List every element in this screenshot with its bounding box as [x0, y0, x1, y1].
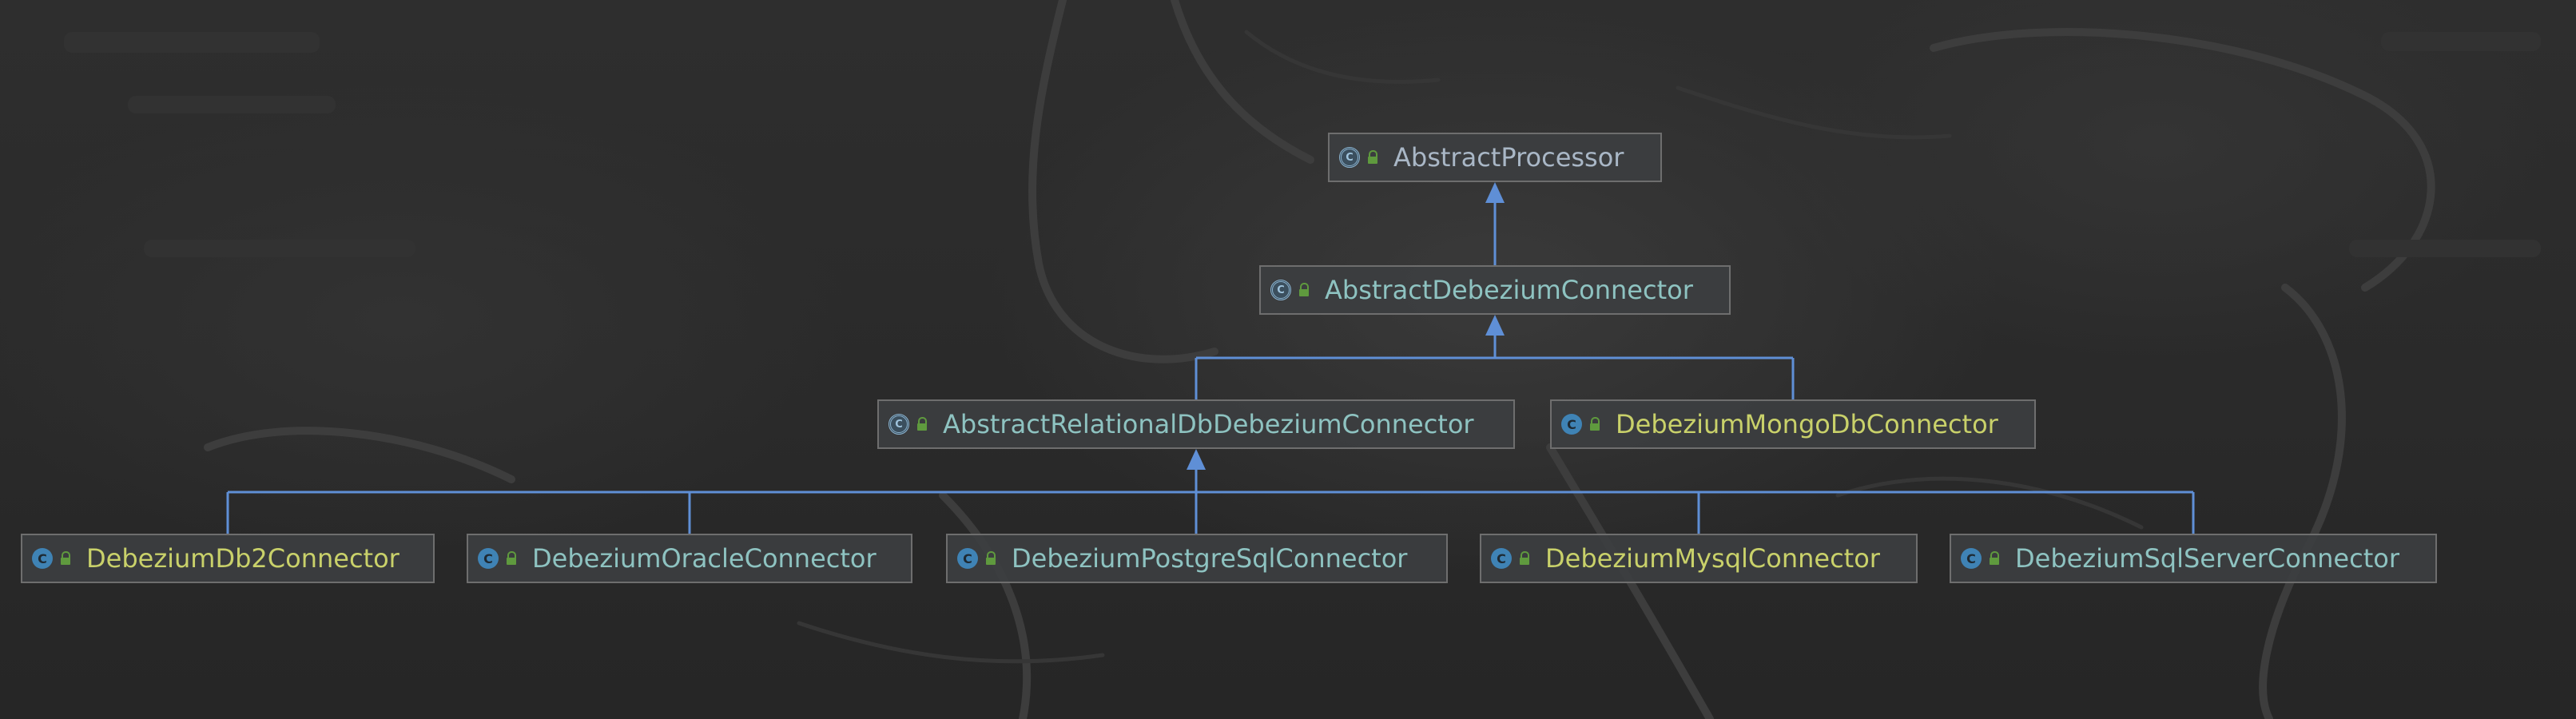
- class-icon: C: [1961, 548, 1982, 569]
- class-name-label: DebeziumOracleConnector: [532, 543, 877, 574]
- class-name-label: AbstractRelationalDbDebeziumConnector: [943, 409, 1474, 439]
- public-lock-icon: [1298, 282, 1310, 298]
- class-node-icons: C: [957, 548, 997, 569]
- inheritance-edge-group-abstract-debezium-connector: [1195, 315, 1795, 399]
- class-node-debezium-mysql-connector[interactable]: C DebeziumMysqlConnector: [1480, 534, 1918, 583]
- class-name-label: DebeziumMysqlConnector: [1545, 543, 1880, 574]
- class-node-icons: C: [32, 548, 72, 569]
- class-icon: C: [1561, 414, 1582, 435]
- abstract-class-icon: C: [888, 414, 909, 435]
- public-lock-icon: [1518, 550, 1531, 566]
- class-node-debezium-oracle-connector[interactable]: C DebeziumOracleConnector: [467, 534, 912, 583]
- inheritance-arrowhead-abstract-processor: [1485, 182, 1505, 203]
- class-node-icons: C: [1961, 548, 2001, 569]
- class-name-label: AbstractProcessor: [1393, 142, 1624, 173]
- class-icon: C: [1491, 548, 1512, 569]
- public-lock-icon: [916, 416, 928, 432]
- class-node-debezium-db2-connector[interactable]: C DebeziumDb2Connector: [21, 534, 435, 583]
- class-name-label: DebeziumSqlServerConnector: [2015, 543, 2399, 574]
- public-lock-icon: [1988, 550, 2001, 566]
- class-node-debezium-postgre-sql-connector[interactable]: C DebeziumPostgreSqlConnector: [946, 534, 1448, 583]
- inheritance-edge-group-abstract-processor: [1485, 182, 1505, 265]
- public-lock-icon: [505, 550, 518, 566]
- abstract-class-icon: C: [1270, 280, 1291, 300]
- class-node-icons: C: [1561, 414, 1601, 435]
- class-name-label: DebeziumMongoDbConnector: [1616, 409, 1998, 439]
- public-lock-icon: [1366, 149, 1379, 165]
- class-node-icons: C: [1491, 548, 1531, 569]
- class-node-abstract-debezium-connector[interactable]: C AbstractDebeziumConnector: [1259, 265, 1731, 315]
- class-name-label: AbstractDebeziumConnector: [1325, 275, 1693, 305]
- inheritance-arrowhead-abstract-debezium-connector: [1485, 315, 1505, 336]
- class-node-abstract-processor[interactable]: C AbstractProcessor: [1328, 133, 1662, 182]
- class-node-abstract-relational-db-debezium-connector[interactable]: C AbstractRelationalDbDebeziumConnector: [877, 399, 1515, 449]
- abstract-class-icon: C: [1339, 147, 1360, 168]
- class-node-icons: C: [478, 548, 518, 569]
- class-node-debezium-mongo-db-connector[interactable]: C DebeziumMongoDbConnector: [1550, 399, 2036, 449]
- class-icon: C: [478, 548, 499, 569]
- class-icon: C: [957, 548, 978, 569]
- class-node-debezium-sql-server-connector[interactable]: C DebeziumSqlServerConnector: [1950, 534, 2437, 583]
- public-lock-icon: [1588, 416, 1601, 432]
- public-lock-icon: [984, 550, 997, 566]
- class-node-icons: C: [1339, 147, 1379, 168]
- class-icon: C: [32, 548, 53, 569]
- inheritance-arrowhead-abstract-relational-db-debezium-connector: [1187, 449, 1206, 470]
- public-lock-icon: [59, 550, 72, 566]
- class-name-label: DebeziumDb2Connector: [86, 543, 400, 574]
- class-node-icons: C: [888, 414, 928, 435]
- class-name-label: DebeziumPostgreSqlConnector: [1012, 543, 1408, 574]
- inheritance-edge-group-abstract-relational-db-debezium-connector: [226, 449, 2195, 534]
- class-node-icons: C: [1270, 280, 1310, 300]
